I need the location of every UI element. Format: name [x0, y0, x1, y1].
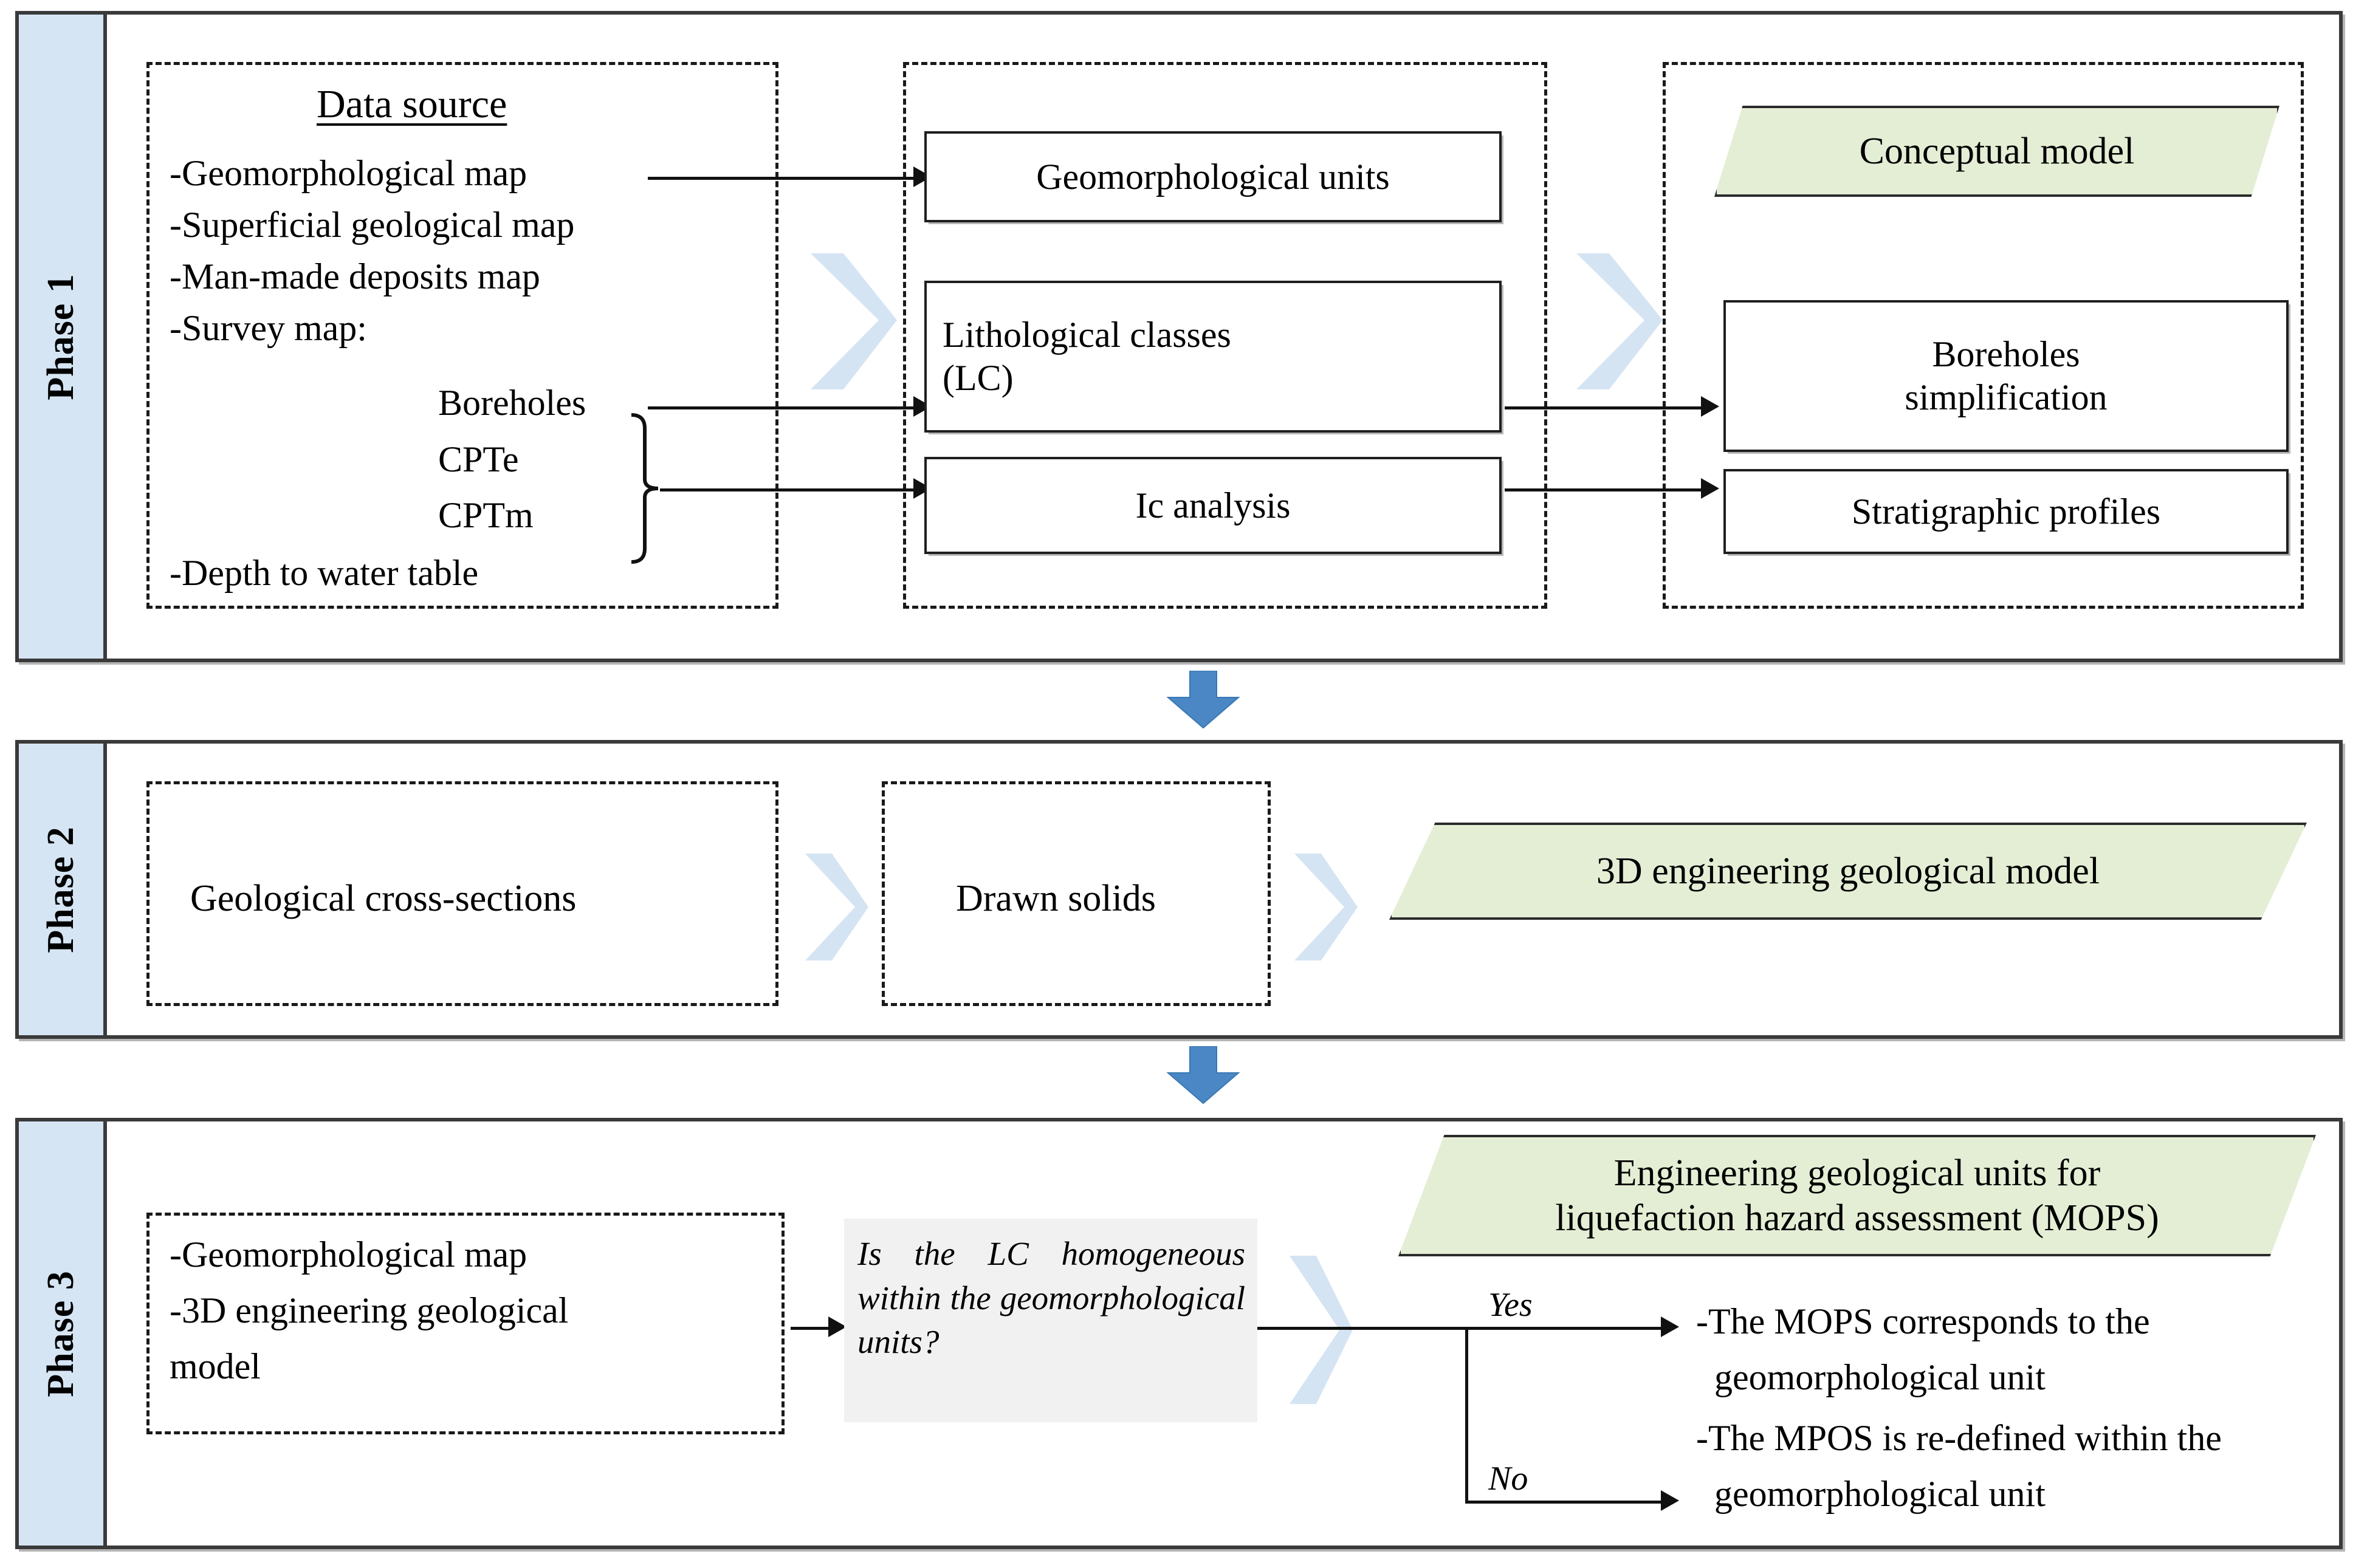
data-source-item-boreholes: Boreholes: [438, 383, 586, 423]
connector-inputs-to-question: [791, 1327, 833, 1330]
connector-question-to-split: [1257, 1327, 1467, 1330]
phase-2-label: Phase 2: [40, 826, 81, 953]
output-engineering-geological-units[interactable]: Engineering geological units for liquefa…: [1398, 1135, 2316, 1256]
box-geomorphological-units[interactable]: Geomorphological units: [924, 131, 1502, 222]
phase1-data-source-group: [146, 62, 778, 609]
connector-yes-arm: [1465, 1327, 1666, 1330]
arrowhead-icon: [1661, 1316, 1679, 1337]
box-drawn-solids[interactable]: Drawn solids: [956, 878, 1156, 919]
outcome-no-line2: geomorphological unit: [1714, 1474, 2046, 1514]
data-source-item-manmade-map: -Man-made deposits map: [170, 256, 540, 296]
chevron-right-icon: [1565, 248, 1666, 394]
output-conceptual-model-label: Conceptual model: [1859, 130, 2135, 172]
box-stratigraphic-profiles[interactable]: Stratigraphic profiles: [1723, 469, 2289, 554]
data-source-item-water-table: -Depth to water table: [170, 553, 479, 593]
connector-ic-to-stratigraphic-profiles: [1505, 488, 1705, 491]
decision-question-box[interactable]: Is the LC homogeneous within the geomorp…: [844, 1219, 1257, 1422]
arrowhead-icon: [828, 1316, 847, 1337]
phase3-input-3d-model: -3D engineering geological: [170, 1290, 569, 1330]
data-source-item-geomorph-map: -Geomorphological map: [170, 153, 527, 193]
box-boreholes-simplification[interactable]: Boreholes simplification: [1723, 300, 2289, 452]
connector-split-vertical: [1465, 1327, 1468, 1503]
phase-2-panel: Phase 2 Geological cross-sections Drawn …: [15, 740, 2343, 1039]
arrowhead-icon: [1661, 1490, 1679, 1511]
phase3-input-geomorph-map: -Geomorphological map: [170, 1234, 527, 1275]
outcome-no-line1: -The MPOS is re-defined within the: [1696, 1418, 2222, 1458]
chevron-right-icon: [797, 850, 873, 965]
output-mops-line2: liquefaction hazard assessment (MOPS): [1555, 1197, 2159, 1239]
outcome-yes-line1: -The MOPS corresponds to the: [1696, 1301, 2150, 1341]
chevron-right-icon: [1286, 850, 1362, 965]
phase3-inputs-group: [146, 1213, 785, 1434]
connector-cpt-to-ic-analysis: [660, 488, 918, 491]
output-mops-label: Engineering geological units for liquefa…: [1531, 1151, 2183, 1241]
phase-1-panel: Phase 1 Data source -Geomorphological ma…: [15, 11, 2343, 662]
connector-geomorph-map-to-units: [648, 177, 918, 180]
box-ic-analysis[interactable]: Ic analysis: [924, 457, 1502, 554]
arrowhead-icon: [1701, 478, 1719, 499]
connector-lc-to-boreholes-simplification: [1505, 406, 1705, 409]
down-arrow-icon: [1161, 671, 1246, 729]
arrowhead-icon: [1701, 396, 1719, 417]
box-geological-cross-sections[interactable]: Geological cross-sections: [190, 878, 577, 919]
phase-3-label-column: Phase 3: [19, 1121, 107, 1546]
phase2-drawn-solids-group: [882, 781, 1271, 1006]
branch-label-yes: Yes: [1488, 1286, 1533, 1324]
output-conceptual-model[interactable]: Conceptual model: [1714, 106, 2279, 197]
output-3d-engineering-geological-model[interactable]: 3D engineering geological model: [1389, 823, 2307, 920]
phase1-output-group: [1663, 62, 2304, 609]
output-3d-model-label: 3D engineering geological model: [1596, 850, 2100, 892]
data-source-heading: Data source: [317, 82, 507, 126]
connector-no-arm: [1465, 1501, 1666, 1504]
phase2-cross-sections-group: [146, 781, 778, 1006]
chevron-right-icon: [1281, 1252, 1357, 1410]
phase-3-label: Phase 3: [40, 1270, 81, 1397]
connector-boreholes-to-lc: [648, 406, 918, 409]
phase3-input-3d-model-cont: model: [170, 1346, 261, 1386]
phase-1-label-column: Phase 1: [19, 15, 107, 659]
branch-label-no: No: [1488, 1460, 1528, 1498]
chevron-right-icon: [800, 248, 900, 394]
data-source-item-superficial-map: -Superficial geological map: [170, 205, 575, 245]
data-source-item-survey-map: -Survey map:: [170, 308, 367, 348]
output-mops-line1: Engineering geological units for: [1613, 1152, 2101, 1194]
phase-3-panel: Phase 3 -Geomorphological map -3D engine…: [15, 1118, 2343, 1549]
phase-2-label-column: Phase 2: [19, 744, 107, 1035]
box-lithological-classes[interactable]: Lithological classes (LC): [924, 281, 1502, 433]
data-source-item-cptm: CPTm: [438, 495, 534, 535]
curly-brace-icon: [627, 413, 663, 564]
outcome-yes-line2: geomorphological unit: [1714, 1357, 2046, 1397]
data-source-item-cpte: CPTe: [438, 439, 519, 479]
phase1-analysis-group: [903, 62, 1547, 609]
down-arrow-icon: [1161, 1046, 1246, 1104]
phase-1-label: Phase 1: [40, 273, 81, 400]
